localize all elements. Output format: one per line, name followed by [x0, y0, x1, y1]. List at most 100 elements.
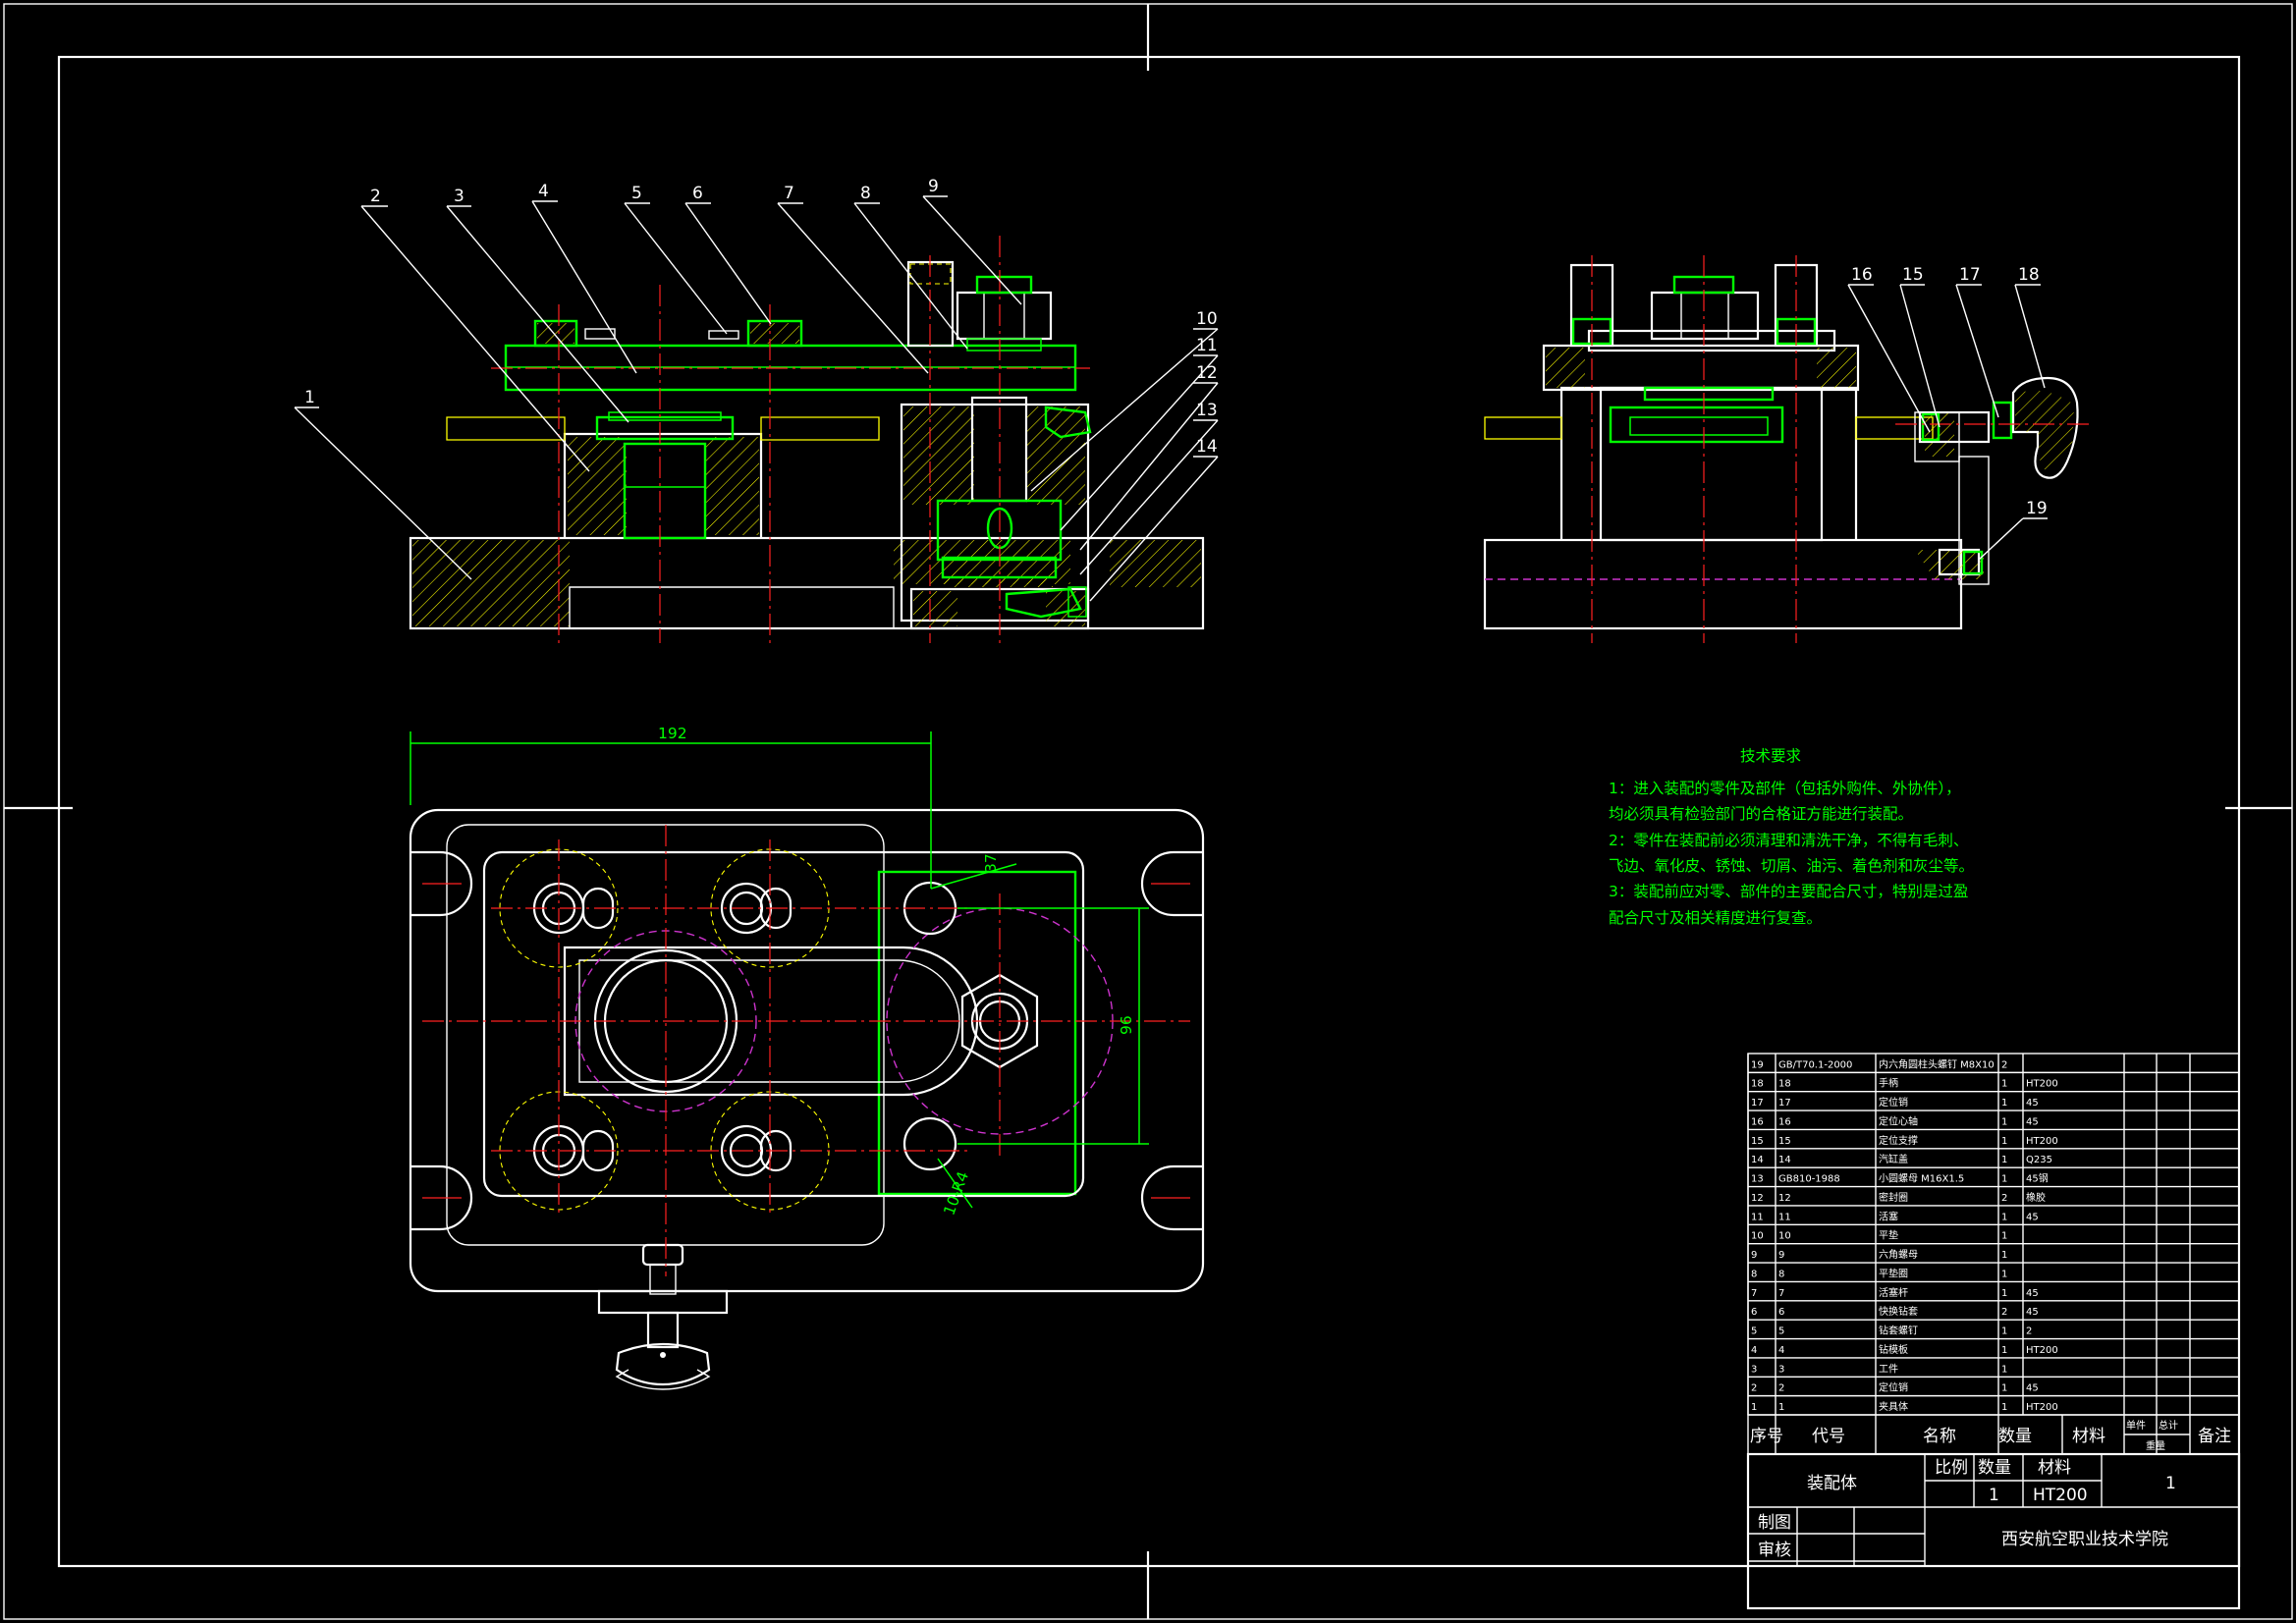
bom-cell: 8	[1751, 1269, 1757, 1279]
balloon-7: 7	[784, 184, 794, 203]
tech-line-5: 3：装配前应对零、部件的主要配合尺寸，特别是过盈	[1609, 882, 1968, 900]
bom-cell: 19	[1751, 1059, 1764, 1070]
bom-cell: 1	[2001, 1098, 2007, 1109]
balloon-14: 14	[1196, 437, 1218, 457]
balloon-17: 17	[1959, 265, 1981, 285]
bom-cell: 小圆螺母 M16X1.5	[1879, 1173, 1964, 1185]
title-block: 序号 代号 名称 数量 材料 单件 总计 重量 备注 装配体 比例 数量 材料 …	[1746, 1414, 2241, 1610]
bom-cell: 7	[1751, 1288, 1757, 1299]
dimensions: 192 96 37 10-R4	[410, 725, 1149, 1217]
bom-cell: 活塞	[1879, 1210, 1898, 1222]
bom-cell: 1	[2001, 1136, 2007, 1147]
bom-cell: 快换钻套	[1879, 1305, 1918, 1318]
bom-cell: 1	[2001, 1288, 2007, 1299]
bom-cell: 1	[2001, 1383, 2007, 1394]
bom-header-name: 名称	[1923, 1427, 1956, 1446]
tech-title: 技术要求	[1740, 747, 1801, 765]
bom-cell: 1	[2001, 1174, 2007, 1185]
tech-line-3: 2：零件在装配前必须清理和清洗干净，不得有毛刺、	[1609, 832, 1968, 849]
bom-cell: 定位支撑	[1879, 1134, 1918, 1147]
bom-cell: Q235	[2026, 1155, 2052, 1165]
bom-cell: 定位销	[1879, 1381, 1908, 1394]
bom-cell: 8	[1778, 1269, 1784, 1279]
front-view-balloons: 1 2 3 4 5 6 7 8 9 10 11 12 13 14	[294, 177, 1219, 602]
bom-cell: 夹具体	[1879, 1400, 1908, 1413]
bom-cell: 橡胶	[2026, 1191, 2046, 1204]
bom-cell: 平垫圈	[1879, 1267, 1908, 1279]
bom-cell: 1	[2001, 1116, 2007, 1127]
balloon-2: 2	[370, 187, 381, 206]
bom-header-weight: 重量	[2146, 1439, 2165, 1452]
dim-height: 96	[1118, 1015, 1135, 1035]
bom-cell: 12	[1778, 1193, 1791, 1204]
tech-line-4: 飞边、氧化皮、锈蚀、切屑、油污、着色剂和灰尘等。	[1609, 857, 1974, 875]
drawn-label: 制图	[1758, 1513, 1791, 1533]
bom-cell: 14	[1778, 1155, 1791, 1165]
bom-cell: 6	[1778, 1307, 1784, 1318]
bom-cell: GB/T70.1-2000	[1778, 1059, 1852, 1070]
bom-cell: 钻模板	[1879, 1343, 1908, 1356]
tech-line-6: 配合尺寸及相关精度进行复查。	[1609, 909, 1822, 927]
bom-cell: 3	[1778, 1364, 1784, 1375]
bom-cell: 钻套螺钉	[1879, 1325, 1918, 1337]
bom-cell: 4	[1778, 1345, 1784, 1356]
bom-cell: 16	[1751, 1116, 1764, 1127]
dim-small-a: 37	[982, 853, 1000, 873]
bom-cell: 18	[1778, 1079, 1791, 1090]
bom-cell: 1	[2001, 1231, 2007, 1242]
qty-value: 1	[1989, 1486, 1999, 1505]
bom-cell: 15	[1751, 1136, 1764, 1147]
side-view	[1483, 255, 2092, 643]
bom-cell: 工件	[1879, 1363, 1898, 1375]
bom-cell: 活塞杆	[1879, 1286, 1908, 1299]
bom-cell: 2	[2001, 1059, 2007, 1070]
balloon-12: 12	[1196, 363, 1218, 383]
bom-cell: HT200	[2026, 1136, 2058, 1147]
bom-cell: 15	[1778, 1136, 1791, 1147]
bom-cell: 45	[2026, 1212, 2039, 1222]
bom-cell: 45钢	[2026, 1172, 2049, 1185]
balloon-4: 4	[538, 182, 549, 201]
bom-cell: HT200	[2026, 1079, 2058, 1090]
bom-cell: 9	[1778, 1250, 1784, 1261]
balloon-1: 1	[304, 388, 315, 407]
balloon-15: 15	[1902, 265, 1924, 285]
bom-cell: 1	[2001, 1364, 2007, 1375]
bom-cell: 内六角圆柱头螺钉 M8X10	[1879, 1057, 1995, 1070]
drawing-number: 1	[2165, 1474, 2176, 1493]
school-name: 西安航空职业技术学院	[2001, 1530, 2168, 1549]
bom-header-no: 序号	[1750, 1427, 1783, 1446]
bom-cell: 1	[2001, 1212, 2007, 1222]
tech-line-1: 1：进入装配的零件及部件（包括外购件、外协件），	[1609, 780, 1961, 797]
bom-cell: 17	[1751, 1098, 1764, 1109]
bom-cell: 4	[1751, 1345, 1757, 1356]
balloon-9: 9	[928, 177, 939, 196]
bom-cell: 11	[1751, 1212, 1764, 1222]
bom-cell: 6	[1751, 1307, 1757, 1318]
balloon-13: 13	[1196, 401, 1218, 420]
bom-cell: 密封圈	[1879, 1191, 1908, 1204]
bom-cell: 9	[1751, 1250, 1757, 1261]
scale-label: 比例	[1935, 1458, 1968, 1478]
bom-cell: 18	[1751, 1079, 1764, 1090]
side-view-balloons: 15 16 17 18 19	[1847, 265, 2048, 561]
bom-header-code: 代号	[1812, 1427, 1845, 1446]
bom-cell: 手柄	[1879, 1077, 1898, 1090]
front-section-view	[409, 236, 1205, 643]
bom-cell: 2	[2026, 1326, 2032, 1337]
bom-header-unit: 单件	[2126, 1420, 2146, 1432]
bom-cell: 17	[1778, 1098, 1791, 1109]
checked-label: 审核	[1758, 1541, 1791, 1560]
bom-cell: 1	[2001, 1326, 2007, 1337]
bom-cell: 平垫	[1879, 1229, 1898, 1242]
bom-cell: 45	[2026, 1288, 2039, 1299]
bom-cell: 13	[1751, 1174, 1764, 1185]
bom-cell: 10	[1778, 1231, 1791, 1242]
bom-cell: 六角螺母	[1879, 1249, 1918, 1261]
bom-cell: 1	[2001, 1155, 2007, 1165]
balloon-16: 16	[1851, 265, 1873, 285]
balloon-11: 11	[1196, 336, 1218, 355]
balloon-19: 19	[2026, 499, 2048, 518]
balloon-18: 18	[2018, 265, 2040, 285]
